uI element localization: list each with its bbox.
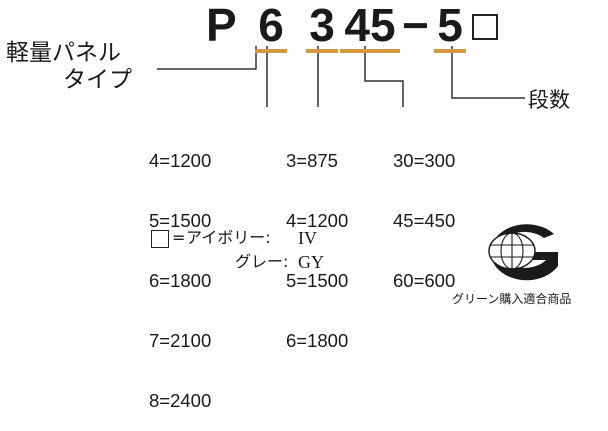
list-item: 7=2100 [149, 330, 212, 351]
green-mark-caption: グリーン購入適合商品 [452, 292, 572, 306]
height-list: 30=300 45=450 60=600 [393, 111, 455, 311]
legend-ivory-label: アイボリー: [186, 228, 271, 247]
connector-lines [157, 46, 525, 107]
list-item: 60=600 [393, 270, 456, 291]
legend-gray-code: GY [298, 252, 324, 272]
depth-list: 3=875 4=1200 5=1500 6=1800 [286, 111, 348, 371]
width-list: 4=1200 5=1500 6=1800 7=2100 8=2400 [149, 111, 211, 431]
list-item: 5=1500 [286, 270, 349, 291]
connector-height [364, 46, 404, 107]
legend-box [151, 230, 169, 248]
list-item: 8=2400 [149, 390, 212, 411]
legend-ivory-code: IV [298, 228, 317, 248]
code-part-p: P [206, 0, 237, 51]
product-label-line2: タイプ [63, 67, 132, 93]
color-code-box [472, 14, 498, 40]
list-item: 45=450 [393, 210, 456, 231]
code-part-width: 6 [255, 2, 287, 53]
list-item: 4=1200 [286, 210, 349, 231]
code-dash: − [402, 0, 429, 51]
list-item: 30=300 [393, 150, 456, 171]
legend-eq: = [172, 228, 186, 247]
legend-gray-label: グレー: [235, 252, 289, 271]
connector-product [157, 46, 257, 70]
list-item: 4=1200 [149, 150, 212, 171]
code-part-depth: 3 [306, 2, 338, 53]
list-item: 5=1500 [149, 210, 212, 231]
connector-steps [451, 46, 525, 99]
list-item: 6=1800 [286, 330, 349, 351]
code-part-height: 45 [340, 2, 400, 53]
list-item: 6=1800 [149, 270, 212, 291]
product-label-line1: 軽量パネル [6, 40, 121, 66]
list-item: 3=875 [286, 150, 338, 171]
step-label: 段数 [528, 88, 570, 112]
green-mark-logo [488, 224, 558, 281]
code-part-steps: 5 [434, 2, 466, 53]
